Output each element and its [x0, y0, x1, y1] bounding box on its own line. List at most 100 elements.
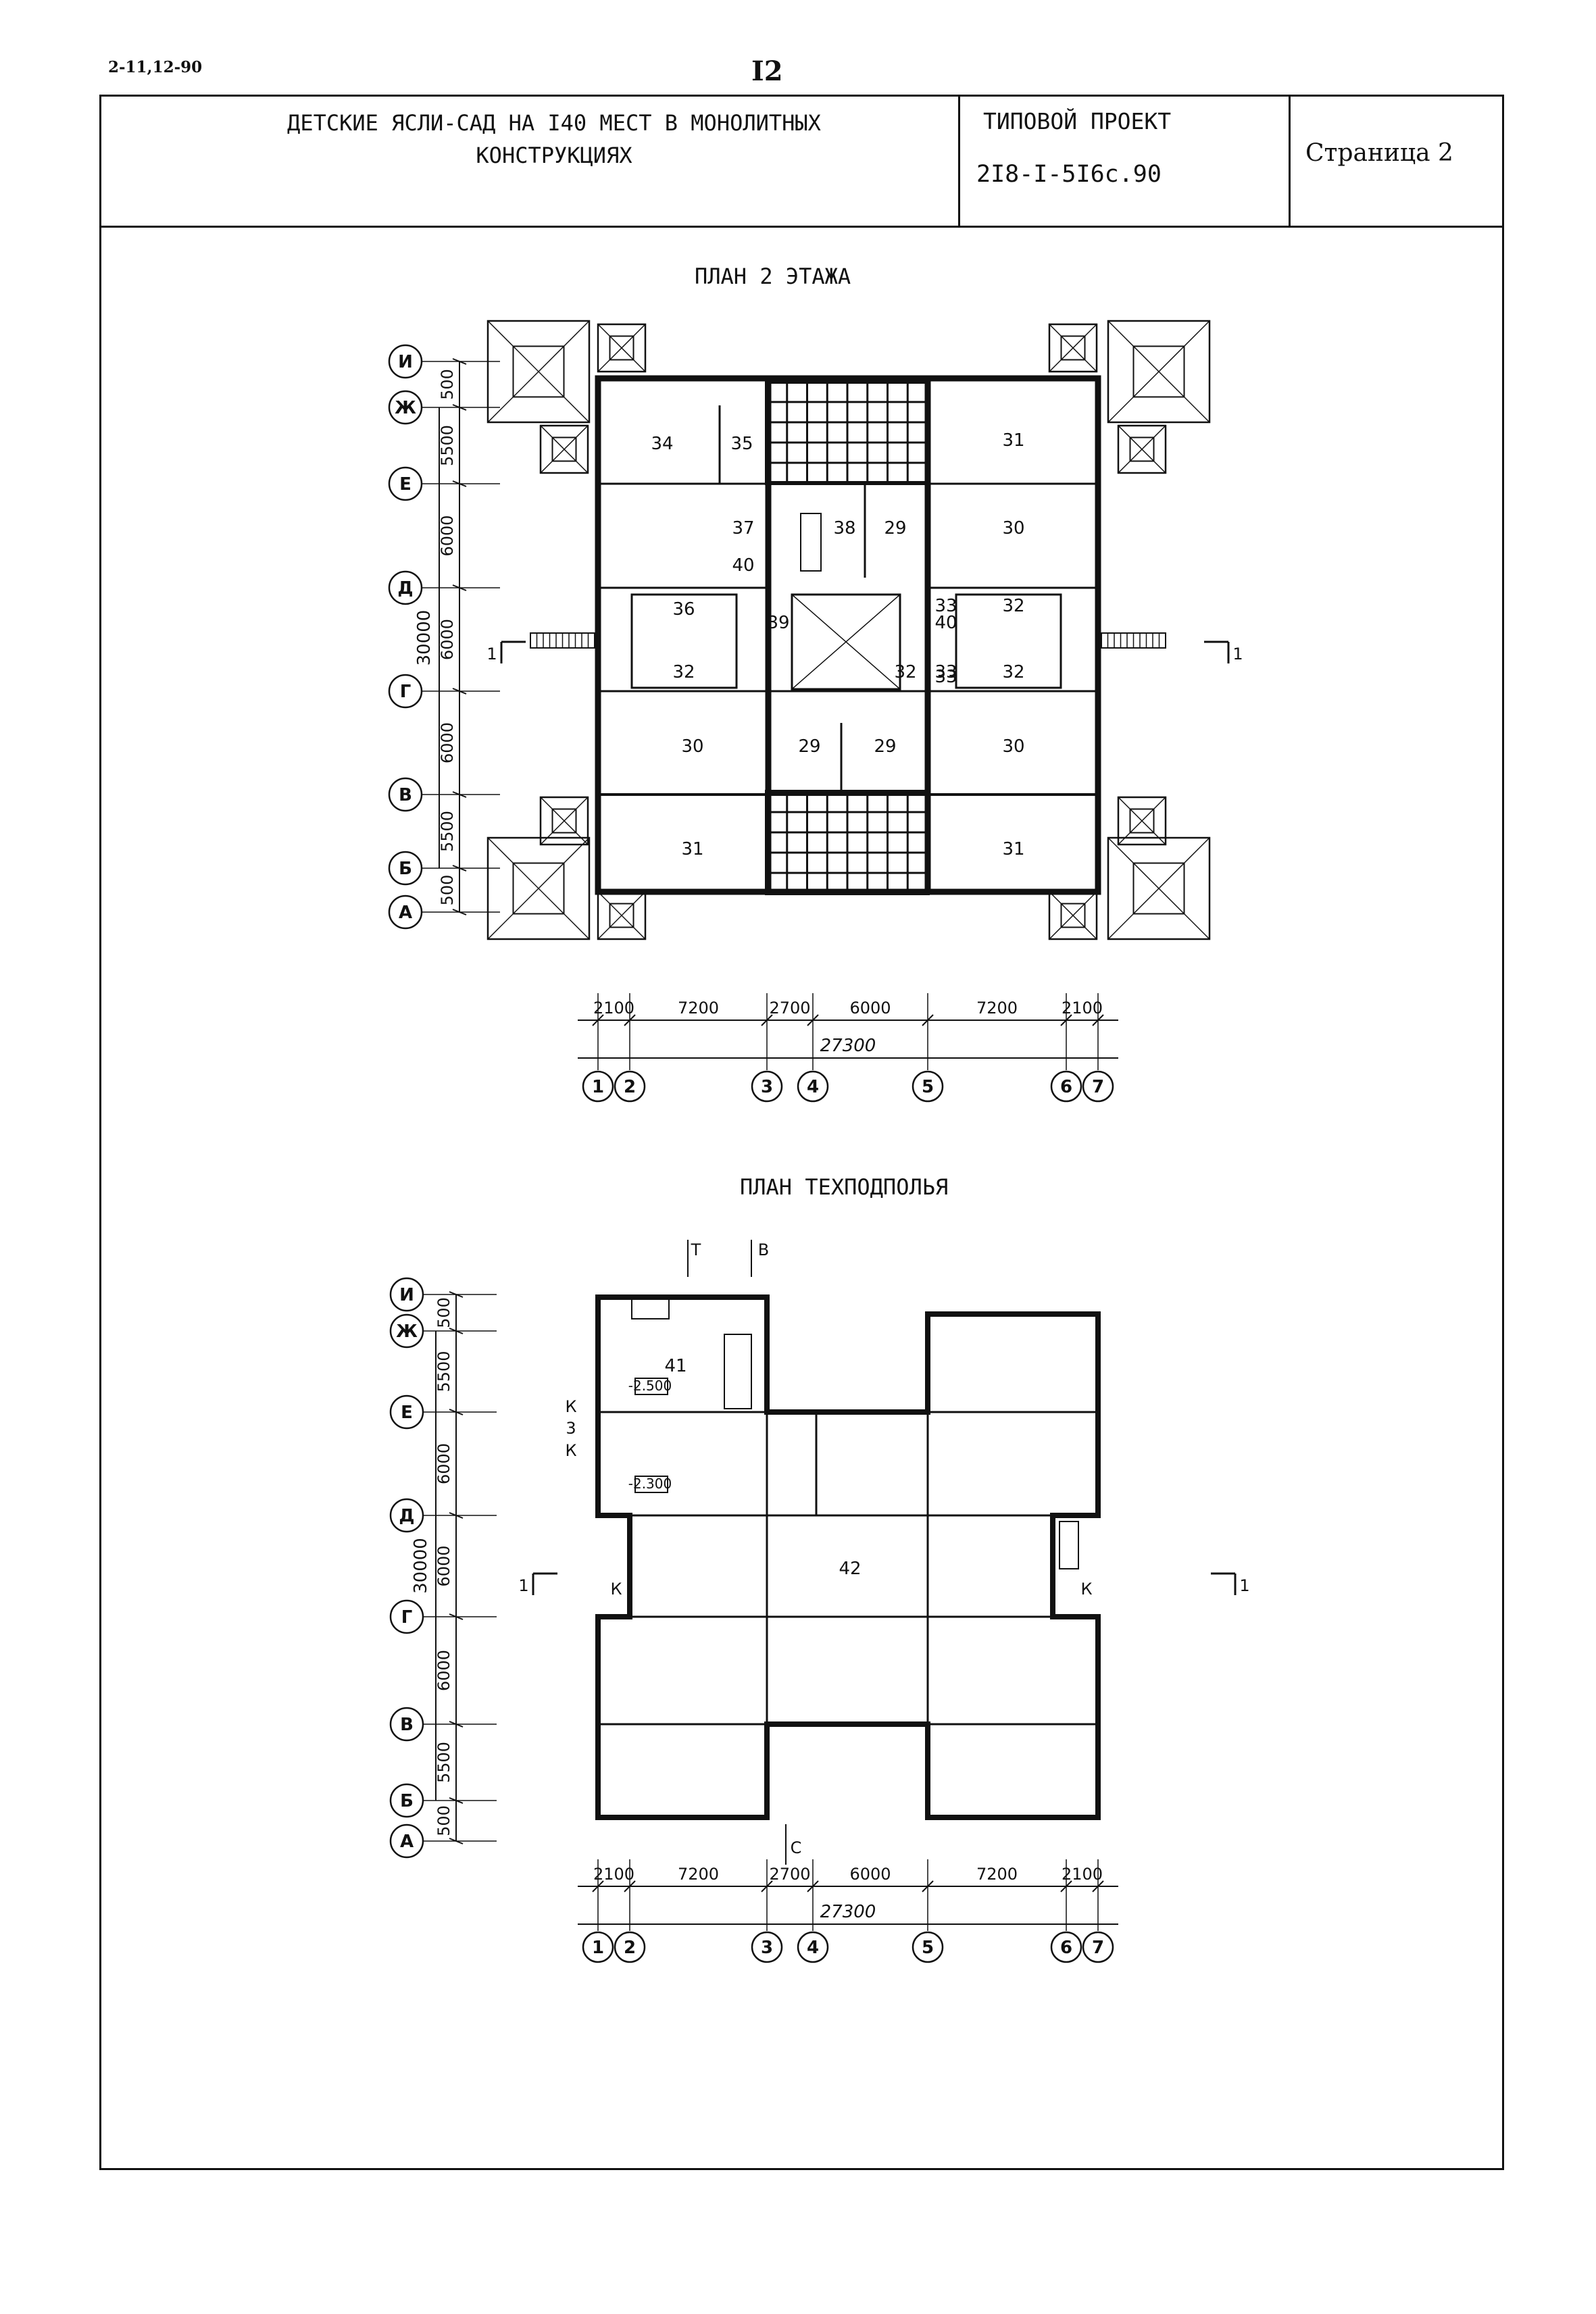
tower-diagonal — [1049, 891, 1097, 940]
row-dimension: 5500 — [438, 425, 457, 466]
dim-tick — [761, 1014, 773, 1026]
service-mark: С — [791, 1838, 802, 1857]
row-dimension: 6000 — [438, 722, 457, 763]
plan1-drawing: ИЖЕДГВБА50055006000600060005500500300002… — [388, 320, 1243, 1103]
level-mark-box — [634, 1476, 668, 1493]
dim-tick — [922, 1880, 934, 1892]
corner-tower — [1107, 836, 1211, 940]
col-axis-bubble — [912, 1931, 944, 1963]
room-number: 31 — [1002, 839, 1024, 859]
corner-tower-small — [597, 890, 647, 940]
ramp-left — [530, 632, 595, 649]
tower-inner — [551, 808, 577, 834]
tower-outline — [487, 320, 591, 424]
page-number: I2 — [751, 55, 783, 87]
tower-diagonal — [1049, 324, 1097, 372]
plan2-title: ПЛАН ТЕХПОДПОЛЬЯ — [740, 1174, 949, 1200]
col-dimension: 6000 — [849, 999, 891, 1017]
stair-well — [791, 593, 901, 690]
tower-outline — [1048, 890, 1098, 940]
exterior-wall — [595, 375, 772, 895]
row-axis-label: И — [399, 1285, 414, 1305]
corner-tower-small — [539, 796, 589, 846]
row-dimension: 6000 — [438, 619, 457, 660]
room-number: 33 — [934, 596, 957, 616]
gallery-bottom — [765, 790, 930, 895]
col-dimension: 7200 — [976, 999, 1018, 1017]
row-axis-label: И — [398, 352, 413, 372]
tower-diagonal — [487, 837, 590, 940]
col-axis-bubble — [1050, 1070, 1082, 1103]
tower-inner — [1060, 903, 1086, 928]
corner-tower-small — [539, 424, 589, 474]
tower-outline — [597, 890, 647, 940]
row-axis-label: Б — [399, 859, 412, 879]
tower-outline — [597, 323, 647, 373]
tower-outline — [1107, 320, 1211, 424]
row-dimension: 5500 — [438, 811, 457, 852]
col-axis-label: 3 — [761, 1077, 773, 1097]
tower-outline — [539, 424, 589, 474]
row-dimension: 500 — [438, 875, 457, 906]
level-mark: -2.300 — [628, 1476, 672, 1492]
corner-tower-small — [1117, 424, 1167, 474]
tower-diagonal — [597, 891, 646, 940]
row-dimension: 500 — [434, 1297, 453, 1328]
row-dimension: 6000 — [434, 1545, 453, 1586]
tower-diagonal — [1118, 797, 1166, 845]
title-block-separator — [958, 95, 960, 227]
service-mark: Т — [691, 1240, 701, 1259]
stair-flight — [800, 513, 822, 572]
basement-stair — [724, 1334, 752, 1409]
tower-inner — [609, 903, 634, 928]
stair-well-diagonal — [791, 594, 901, 690]
corner-tower-small — [1117, 796, 1167, 846]
tower-diagonal — [1107, 320, 1210, 423]
corner-tower-small — [1048, 323, 1098, 373]
room-number: 33 — [934, 667, 957, 687]
col-axis-label: 1 — [592, 1077, 604, 1097]
col-axis-label: 5 — [922, 1077, 934, 1097]
col-axis-label: 2 — [624, 1077, 636, 1097]
section-mark: 1 — [1232, 645, 1243, 663]
row-axis-label: Ж — [396, 1322, 418, 1342]
row-axis-label: Ж — [395, 398, 416, 418]
row-dimension: 500 — [438, 369, 457, 400]
tower-inner — [1060, 335, 1086, 361]
col-dimension: 2700 — [769, 1865, 810, 1884]
tower-inner — [551, 436, 577, 462]
service-mark: К — [1080, 1580, 1092, 1599]
col-axis-label: 3 — [761, 1938, 773, 1958]
room-number: 40 — [732, 555, 754, 576]
project-code: 2I8-I-5I6с.90 — [976, 161, 1162, 188]
col-axis-label: 7 — [1092, 1077, 1104, 1097]
room-number: 29 — [798, 736, 820, 757]
row-axis-label: Г — [400, 682, 412, 702]
room-number: 35 — [730, 434, 753, 454]
washroom-block — [955, 593, 1062, 689]
basement-stair — [631, 1297, 670, 1319]
tower-inner — [512, 345, 565, 398]
level-mark-box — [634, 1378, 668, 1395]
room-number: 30 — [681, 736, 703, 757]
room-number: 42 — [839, 1559, 861, 1579]
col-dimension: 7200 — [678, 999, 719, 1017]
dim-tick — [592, 1880, 604, 1892]
row-axis-label: Е — [399, 474, 412, 495]
row-dimension: 6000 — [434, 1650, 453, 1691]
row-axis-label: Б — [400, 1791, 414, 1811]
row-axis-label: Д — [397, 578, 413, 599]
tower-diagonal — [540, 797, 589, 845]
tower-diagonal — [487, 320, 590, 423]
tower-outline — [1117, 796, 1167, 846]
corner-tower — [487, 836, 591, 940]
dim-tick — [922, 1014, 934, 1026]
tower-diagonal — [1118, 425, 1166, 474]
row-axis-label: В — [400, 1715, 414, 1735]
row-axis-label: Е — [401, 1403, 413, 1423]
room-number: 32 — [672, 662, 695, 682]
gallery-top — [765, 380, 930, 485]
col-axis-bubble — [751, 1070, 783, 1103]
tower-diagonal — [597, 324, 646, 372]
ramp-right — [1101, 632, 1166, 649]
